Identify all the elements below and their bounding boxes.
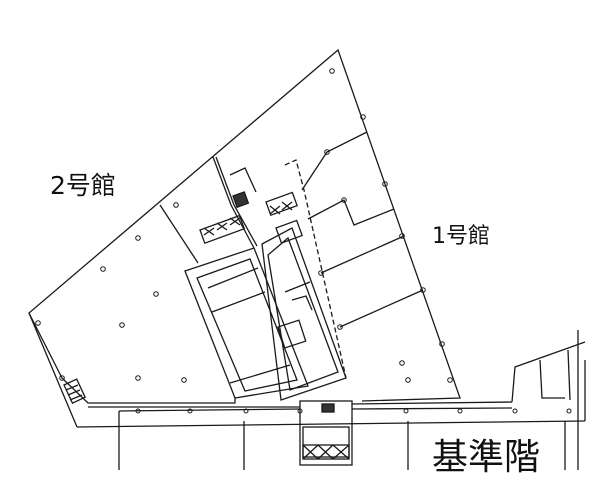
building-divider: [159, 156, 258, 264]
building1-partitions: [284, 131, 424, 379]
core-west: [184, 214, 309, 399]
corridor-details: [118, 330, 579, 470]
floor-name-label: 基準階: [432, 437, 541, 478]
building2-label: 2号館: [50, 171, 116, 200]
building1-label: 1号館: [432, 224, 490, 249]
outer-walls: [28, 48, 586, 428]
elevator-lobby: [299, 400, 353, 466]
columns: [35, 68, 572, 414]
stairs-west: [63, 378, 87, 404]
